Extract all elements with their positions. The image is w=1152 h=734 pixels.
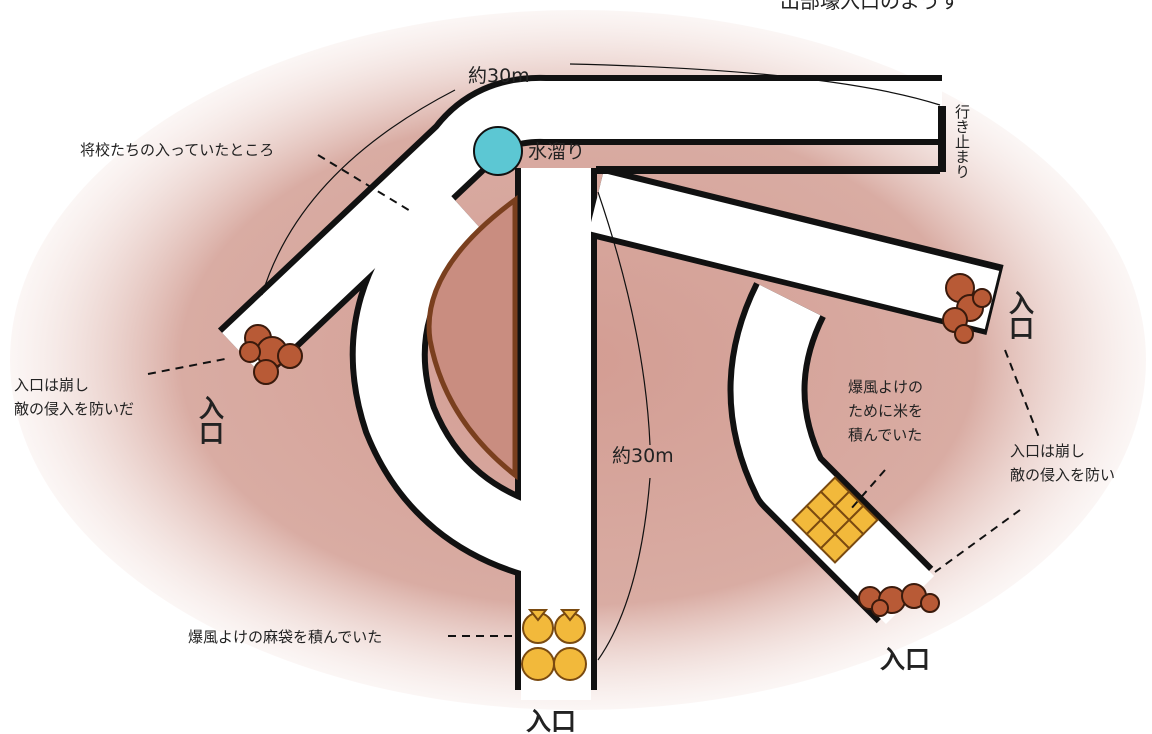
rubble-icon — [942, 273, 992, 344]
pillar — [426, 195, 518, 481]
left-note-line2: 敵の侵入を防いだ — [14, 400, 134, 418]
rice-note-line1: 爆風よけの — [848, 378, 923, 396]
mid-distance-arc — [597, 191, 651, 446]
entrance-bottom-right-label: 入口 — [880, 645, 930, 674]
rice-note-line2: ために米を — [848, 402, 923, 420]
entrance-left-label: 入口 — [196, 395, 225, 445]
puddle-label: 水溜り — [528, 141, 585, 163]
top-distance-arc — [569, 63, 941, 106]
puddle-icon — [473, 126, 523, 176]
right-note-line2: 敵の侵入を防い — [1010, 466, 1115, 484]
mid-distance-label: 約30m — [612, 445, 674, 467]
top-distance-label: 約30m — [468, 65, 530, 87]
rice-crate-icon — [791, 476, 879, 564]
rice-note-line3: 積んでいた — [848, 426, 922, 444]
page-title: 出部壕入口のようす — [780, 0, 960, 13]
dead-end-label: 行き止まり — [953, 104, 971, 179]
sandbags-label: 爆風よけの麻袋を積んでいた — [188, 628, 382, 646]
sandbag-icon — [521, 609, 587, 681]
left-note-line1: 入口は崩し — [14, 376, 89, 394]
officers-area-label: 将校たちの入っていたところ — [80, 141, 274, 159]
rubble-icon — [858, 583, 940, 617]
top-distance-arc — [261, 89, 456, 296]
right-note-line1: 入口は崩し — [1010, 442, 1085, 460]
mid-distance-arc — [597, 477, 651, 661]
entrance-bottom-label: 入口 — [526, 707, 576, 734]
entrance-right-label: 入口 — [1006, 290, 1035, 340]
tunnel-floors — [222, 80, 1000, 700]
leader-lines — [147, 154, 1041, 637]
rubble-icon — [239, 324, 303, 385]
